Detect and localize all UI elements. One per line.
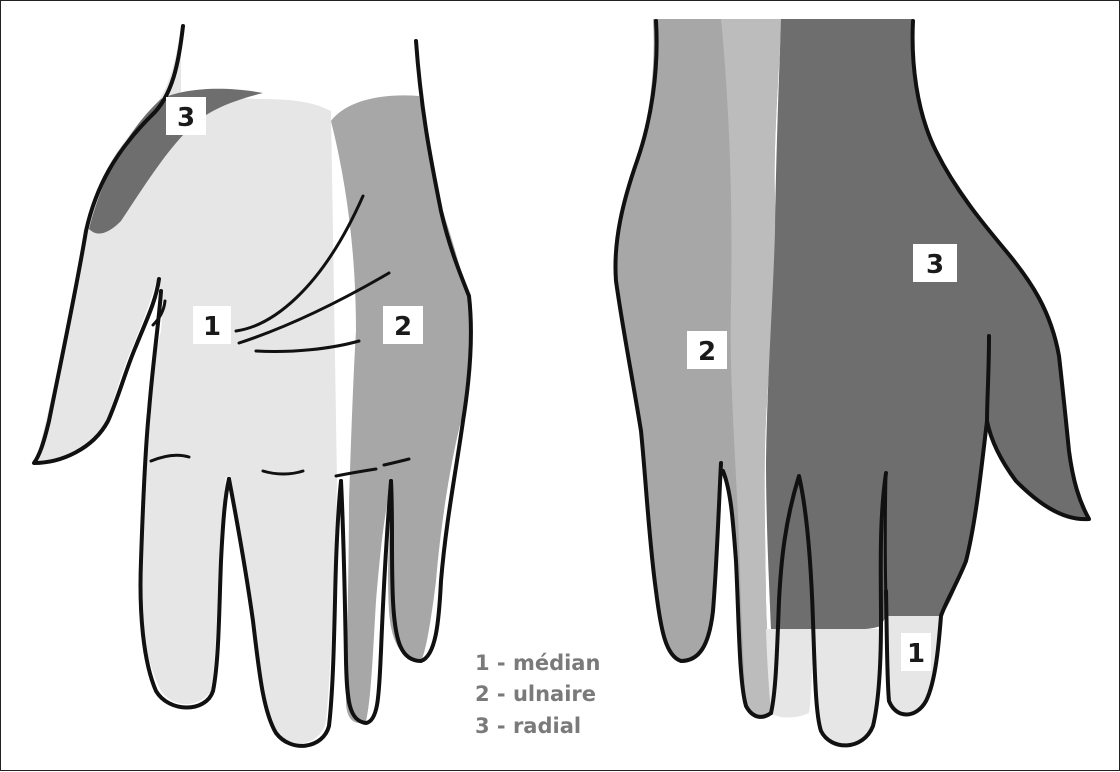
palm-label-radial-text: 3: [177, 103, 195, 133]
dorsal-knuckle-line: [885, 473, 886, 601]
dorsal-radial-region: [766, 19, 1091, 629]
palm-label-median: 1: [193, 306, 231, 344]
palm-view-hand: [34, 26, 472, 746]
palm-label-median-text: 1: [203, 312, 221, 342]
dorsal-label-median-text: 1: [907, 639, 925, 669]
palm-label-radial: 3: [166, 97, 206, 135]
dorsal-label-ulnar-text: 2: [698, 337, 716, 367]
palm-ulnar-region: [331, 95, 472, 722]
palm-label-ulnar-text: 2: [394, 312, 412, 342]
dorsal-view-hand: [615, 19, 1091, 745]
dorsal-label-radial-text: 3: [926, 250, 944, 280]
legend-item-radial: 3 - radial: [475, 714, 581, 738]
legend: 1 - médian 2 - ulnaire 3 - radial: [475, 651, 600, 738]
dorsal-label-median: 1: [901, 633, 931, 671]
legend-item-median: 1 - médian: [475, 651, 600, 675]
palm-label-ulnar: 2: [383, 306, 423, 344]
legend-item-ulnar: 2 - ulnaire: [475, 682, 596, 706]
dorsal-label-radial: 3: [913, 244, 957, 282]
dorsal-label-ulnar: 2: [687, 331, 727, 369]
